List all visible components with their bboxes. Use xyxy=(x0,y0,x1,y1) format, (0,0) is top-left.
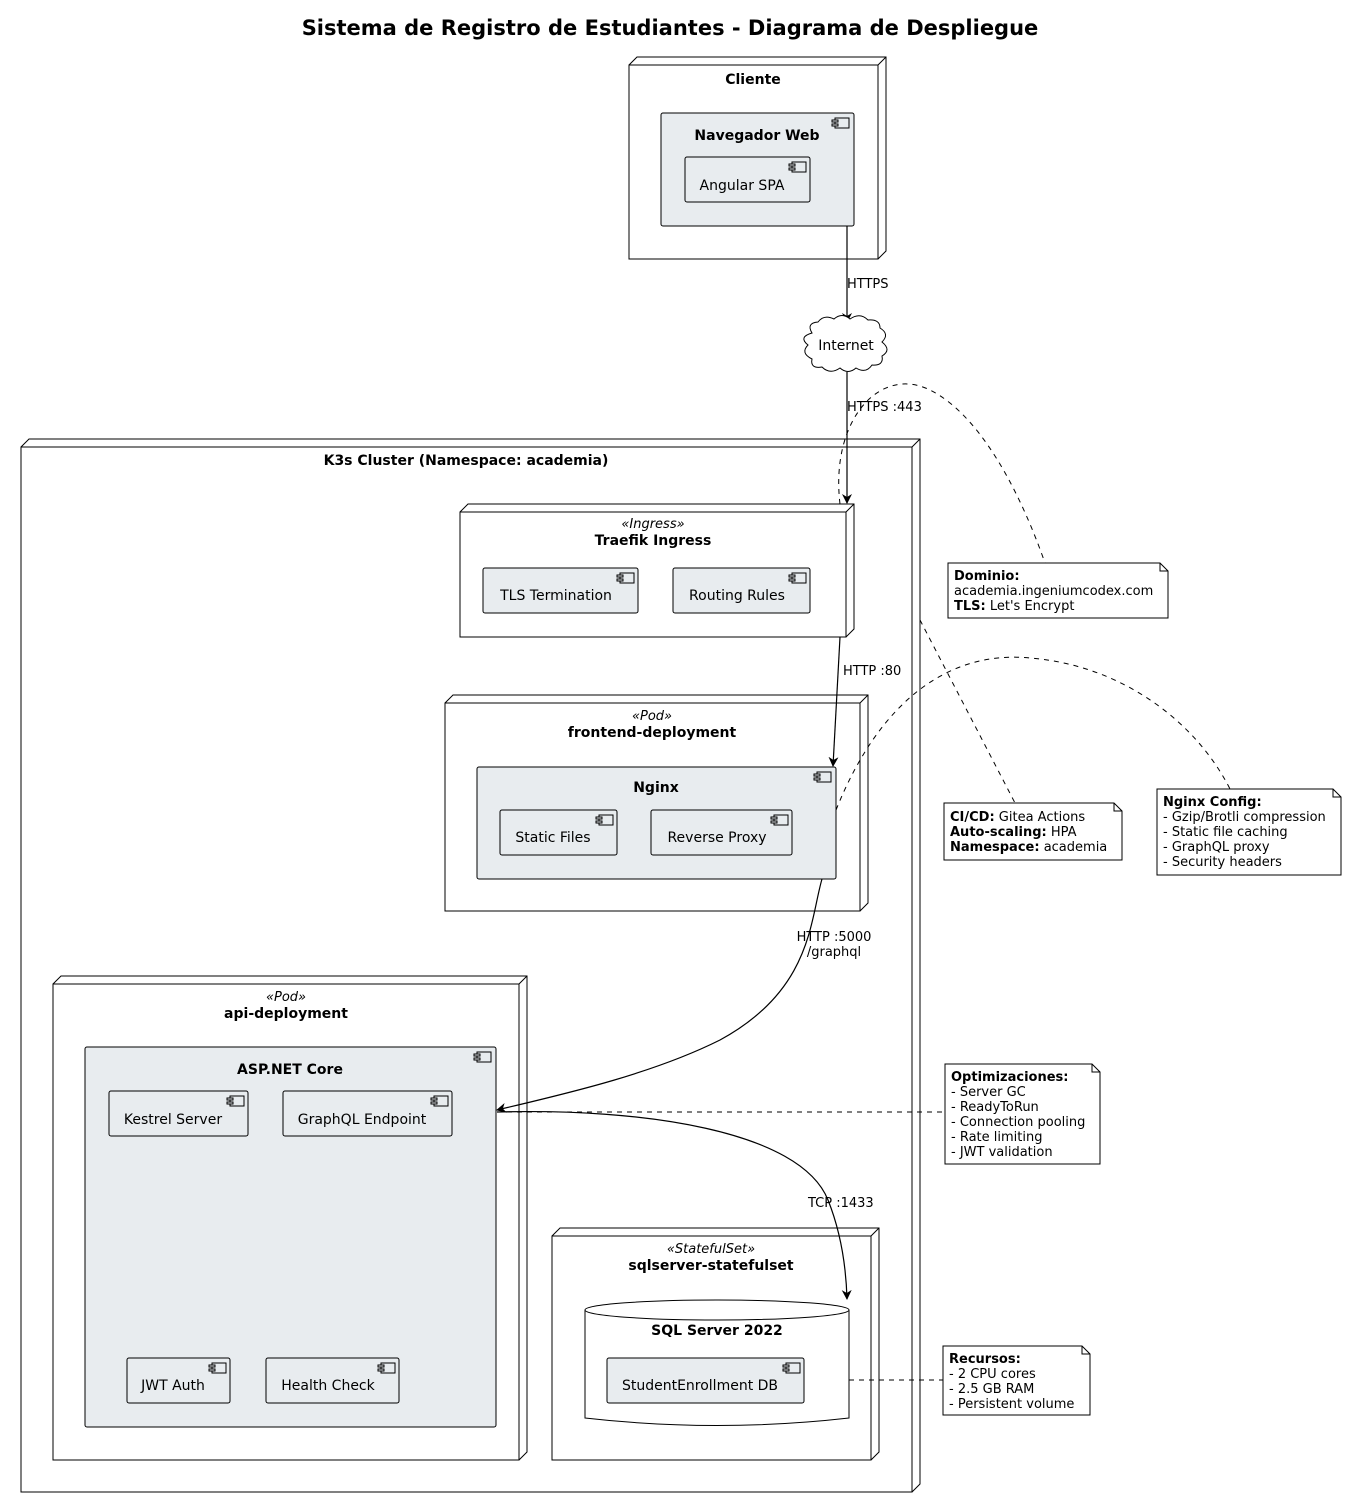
api-stereotype: «Pod» xyxy=(266,990,306,1005)
node-cluster-name: K3s Cluster (Namespace: academia) xyxy=(324,453,609,469)
note-recursos-line: - 2.5 GB RAM xyxy=(949,1382,1034,1397)
component-kestrel-server: Kestrel Server xyxy=(108,1090,249,1137)
component-health-check: Health Check xyxy=(265,1357,400,1404)
edge-api-sql xyxy=(496,1110,852,1300)
tls-label: TLS Termination xyxy=(499,588,612,604)
note-tls-value: Let's Encrypt xyxy=(986,599,1075,614)
note-nginx-config-title: Nginx Config: xyxy=(1163,795,1262,810)
component-icon xyxy=(616,572,635,584)
note-cicd-value: Gitea Actions xyxy=(995,810,1086,825)
svg-text:Auto-scaling: HPA: Auto-scaling: HPA xyxy=(950,825,1077,840)
note-connectors xyxy=(497,383,1231,1381)
note-recursos: Recursos: - 2 CPU cores - 2.5 GB RAM - P… xyxy=(942,1345,1091,1416)
sqlserver-name: sqlserver-statefulset xyxy=(628,1258,794,1274)
component-icon xyxy=(473,1051,492,1063)
edge-nginx-api-label-1: HTTP :5000 xyxy=(797,930,872,945)
note-optimizaciones-title: Optimizaciones: xyxy=(951,1070,1068,1085)
sqlserver-stereotype: «StatefulSet» xyxy=(667,1242,755,1257)
note-namespace-value: academia xyxy=(1040,840,1108,855)
component-studentenrollment-db: StudentEnrollment DB xyxy=(606,1357,805,1404)
note-namespace-key: Namespace: xyxy=(950,840,1040,855)
graphql-label: GraphQL Endpoint xyxy=(298,1112,427,1128)
internet-label: Internet xyxy=(818,338,874,354)
component-aspnet-core: ASP.NET Core xyxy=(84,1046,497,1428)
ingress-name: Traefik Ingress xyxy=(595,533,712,549)
note-recursos-line: - 2 CPU cores xyxy=(949,1367,1036,1382)
health-label: Health Check xyxy=(281,1378,375,1394)
note-autoscaling-key: Auto-scaling: xyxy=(950,825,1047,840)
note-optimizaciones-line: - Rate limiting xyxy=(951,1130,1042,1145)
component-icon xyxy=(226,1095,245,1107)
jwt-label: JWT Auth xyxy=(140,1378,205,1394)
sql2022-label: SQL Server 2022 xyxy=(651,1323,783,1339)
edge-nginx-api xyxy=(496,878,823,1113)
note-nginx-config-line: - GraphQL proxy xyxy=(1163,840,1270,855)
component-graphql-endpoint: GraphQL Endpoint xyxy=(282,1090,453,1137)
note-nginx-config-line: - Static file caching xyxy=(1163,825,1288,840)
component-icon xyxy=(377,1362,396,1374)
api-name: api-deployment xyxy=(224,1006,348,1022)
component-icon xyxy=(788,572,807,584)
edge-ingress-nginx-label: HTTP :80 xyxy=(843,664,901,679)
diagram-title: Sistema de Registro de Estudiantes - Dia… xyxy=(302,16,1039,40)
note-cicd-key: CI/CD: xyxy=(950,810,995,825)
note-optimizaciones-line: - Connection pooling xyxy=(951,1115,1085,1130)
note-tls-key: TLS: xyxy=(954,599,986,614)
svg-text:Dominio:: Dominio: xyxy=(954,569,1020,584)
edge-api-sql-label: TCP :1433 xyxy=(807,1196,874,1211)
component-icon xyxy=(595,814,614,826)
note-optimizaciones-line: - Server GC xyxy=(951,1085,1026,1100)
note-dominio: Dominio: academia.ingeniumcodex.com TLS:… xyxy=(947,562,1169,619)
note-nginx-config: Nginx Config: - Gzip/Brotli compression … xyxy=(1156,788,1342,876)
nginx-label: Nginx xyxy=(633,780,679,796)
component-tls-termination: TLS Termination xyxy=(482,567,639,614)
reverse-proxy-label: Reverse Proxy xyxy=(667,830,766,846)
component-icon xyxy=(208,1362,227,1374)
note-autoscaling-value: HPA xyxy=(1047,825,1077,840)
frontend-stereotype: «Pod» xyxy=(632,709,672,724)
cloud-internet: Internet xyxy=(803,315,888,372)
aspnet-label: ASP.NET Core xyxy=(237,1062,343,1078)
edge-ingress-nginx xyxy=(828,636,841,767)
note-dominio-key: Dominio: xyxy=(954,569,1020,584)
note-optimizaciones: Optimizaciones: - Server GC - ReadyToRun… xyxy=(944,1063,1101,1165)
component-icon xyxy=(430,1095,449,1107)
component-icon xyxy=(831,117,850,129)
routing-label: Routing Rules xyxy=(689,588,785,604)
component-icon xyxy=(782,1362,801,1374)
note-optimizaciones-line: - ReadyToRun xyxy=(951,1100,1039,1115)
angular-label: Angular SPA xyxy=(700,178,785,194)
component-angular-spa: Angular SPA xyxy=(684,156,811,203)
svg-text:TLS: Let's Encrypt: TLS: Let's Encrypt xyxy=(954,599,1074,614)
component-reverse-proxy: Reverse Proxy xyxy=(650,809,793,856)
node-cliente-name: Cliente xyxy=(725,72,781,88)
svg-text:Namespace: academia: Namespace: academia xyxy=(950,840,1107,855)
frontend-name: frontend-deployment xyxy=(568,725,737,741)
studentdb-label: StudentEnrollment DB xyxy=(622,1378,778,1394)
edge-nginx-api-label-2: /graphql xyxy=(807,945,861,960)
component-routing-rules: Routing Rules xyxy=(672,567,811,614)
edge-internet-ingress-label: HTTPS :443 xyxy=(847,400,922,415)
note-nginx-config-line: - Gzip/Brotli compression xyxy=(1163,810,1326,825)
edge-browser-internet-label: HTTPS xyxy=(847,277,889,292)
navegador-label: Navegador Web xyxy=(694,128,819,144)
kestrel-label: Kestrel Server xyxy=(124,1112,222,1128)
component-jwt-auth: JWT Auth xyxy=(126,1357,231,1404)
ingress-stereotype: «Ingress» xyxy=(621,517,684,532)
note-dominio-value: academia.ingeniumcodex.com xyxy=(954,584,1153,599)
component-icon xyxy=(788,161,807,173)
component-icon xyxy=(813,771,832,783)
note-optimizaciones-line: - JWT validation xyxy=(951,1145,1053,1160)
svg-text:CI/CD: Gitea Actions: CI/CD: Gitea Actions xyxy=(950,810,1085,825)
note-recursos-line: - Persistent volume xyxy=(949,1397,1074,1412)
static-files-label: Static Files xyxy=(515,830,590,846)
note-recursos-title: Recursos: xyxy=(949,1352,1021,1367)
note-cicd: CI/CD: Gitea Actions Auto-scaling: HPA N… xyxy=(943,802,1123,861)
note-nginx-config-line: - Security headers xyxy=(1163,855,1282,870)
component-static-files: Static Files xyxy=(499,809,618,856)
component-icon xyxy=(770,814,789,826)
